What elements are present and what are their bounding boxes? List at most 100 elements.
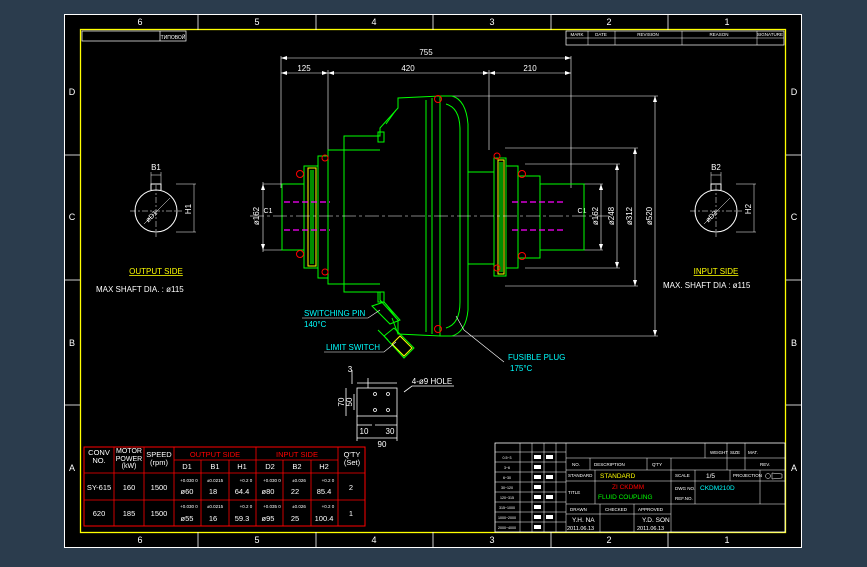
dim-arrows (261, 56, 657, 336)
tb-name: FLUID COUPLING (598, 494, 653, 501)
sub-d1: D1 (182, 462, 192, 471)
rev-col-mark: MARK (570, 32, 583, 37)
rev-col-signature: SIGNATURE (757, 32, 783, 37)
tb-dwg-label: DWG NO. (675, 486, 695, 491)
tb-size-label: SIZE (730, 450, 740, 455)
hub-rings (307, 159, 505, 275)
tb-no-label: NO. (572, 462, 580, 467)
cell-b2: 22 (291, 487, 299, 496)
dim-left-length: 125 (297, 64, 311, 73)
col-label-top: 6 (137, 17, 142, 27)
col-label-top: 3 (489, 17, 494, 27)
output-side-title: OUTPUT SIDE (129, 267, 183, 276)
cell-conv: SY-615 (87, 483, 111, 492)
dim-248: ø248 (607, 206, 616, 225)
row-label-right: C (791, 212, 798, 222)
dim-520: ø520 (645, 206, 654, 225)
col-qty: Q'TY (Set) (343, 451, 361, 467)
input-b-label: B2 (711, 163, 721, 172)
dim-mid-length: 420 (401, 64, 415, 73)
col-output-side: OUTPUT SIDE (190, 450, 240, 459)
tb-approved-date: 2011.06.13 (637, 526, 664, 532)
tol-row: 30~120 (501, 486, 513, 490)
cell-b1-tol: ±0.0215 (207, 478, 224, 483)
tb-approved-label: APPROVED (638, 507, 664, 512)
cell-h1-tol: +0.2 0 (240, 478, 253, 483)
sub-b1: B1 (210, 462, 219, 471)
col-label-top: 5 (254, 17, 259, 27)
input-shaft-dia: MAX. SHAFT DIA : ø115 (663, 281, 751, 290)
col-speed: SPEED (rpm) (146, 451, 172, 467)
tol-row: 0.5~3 (502, 456, 511, 460)
switching-pin-label: SWITCHING PIN (304, 309, 366, 318)
cell-h1: 59.3 (235, 514, 250, 523)
row-label-right: B (791, 338, 797, 348)
chamfer-left: C1 (264, 208, 273, 215)
sub-b2: B2 (292, 462, 301, 471)
dim-312: ø312 (625, 206, 634, 225)
sub-d2: D2 (265, 462, 275, 471)
tb-scale-label: SCALE (675, 473, 690, 478)
tb-mat-label: MAT. (748, 450, 758, 455)
tb-rev-label: REV. (760, 462, 770, 467)
col-label-top: 4 (371, 17, 376, 27)
output-h-label: H1 (184, 203, 193, 214)
rev-col-reason: REASON (709, 32, 728, 37)
cell-power: 160 (123, 483, 136, 492)
row-label-left: C (69, 212, 76, 222)
left-tag-box: ТИПОВОЙ (81, 30, 187, 42)
chamfer-right: C1 (578, 208, 587, 215)
cell-d1-tol: +0.030 0 (180, 504, 198, 509)
cell-d1: ø60 (181, 487, 194, 496)
input-keyway-detail (690, 172, 756, 237)
tb-drawn-date: 2011.06.13 (567, 526, 594, 532)
tb-drawn-label: DRAWN (570, 507, 587, 512)
tb-title-label: TITLE (568, 490, 580, 495)
input-h-label: H2 (744, 203, 753, 214)
row-label-right: A (791, 463, 797, 473)
tb-standard: STANDARD (600, 473, 636, 480)
rev-col-revision: REVISION (637, 32, 659, 37)
row-label-right: D (791, 87, 798, 97)
col-input-side: INPUT SIDE (276, 450, 318, 459)
zone-ticks (64, 14, 802, 548)
col-label-top: 2 (606, 17, 611, 27)
hub-fill (310, 162, 503, 272)
col-label-bottom: 4 (371, 535, 376, 545)
cell-b1: 16 (209, 514, 217, 523)
bracket-dim-10: 10 (360, 427, 369, 436)
tol-row: 120~315 (500, 496, 514, 500)
col-label-top: 1 (724, 17, 729, 27)
bolt-lines (284, 201, 566, 231)
leaders (302, 309, 505, 363)
cell-d2-tol: +0.035 0 (263, 504, 281, 509)
fusible-plug-label: FUSIBLE PLUG (508, 353, 565, 362)
table-row: 620 185 1500 +0.030 0 ø55 ±0.0215 16 +0.… (93, 504, 353, 523)
col-label-bottom: 3 (489, 535, 494, 545)
fusible-plug-temp: 175°C (510, 364, 533, 373)
cell-d2: ø95 (262, 514, 275, 523)
bracket-dim-70: 70 (337, 397, 346, 406)
switching-pin-temp: 140°C (304, 320, 327, 329)
paper (64, 14, 802, 548)
cell-b2-tol: ±0.026 (292, 478, 306, 483)
spec-table: CONV NO. MOTOR POWER (kW) SPEED (rpm) Q'… (83, 446, 366, 527)
dim-overall: 755 (419, 48, 433, 57)
tb-drawn-by: Y.H. NA (572, 517, 595, 524)
tb-standard-label: STANDARD (568, 473, 593, 478)
bracket-dim-90: 90 (378, 440, 387, 449)
cell-h2-tol: +0.2 0 (322, 478, 335, 483)
tb-qty-label: Q'TY (652, 462, 662, 467)
tb-checked-label: CHECKED (605, 507, 628, 512)
col-conv: CONV NO. (88, 449, 110, 465)
sub-h2: H2 (319, 462, 329, 471)
revision-header: MARK DATE REVISION REASON SIGNATURE (565, 30, 785, 46)
bracket-dim-3: 3 (348, 365, 353, 374)
cell-conv: 620 (93, 509, 106, 518)
limit-switch-body (391, 335, 413, 357)
dim-right-length: 210 (523, 64, 537, 73)
bracket-dim-30: 30 (386, 427, 395, 436)
tol-row: 6~30 (503, 476, 511, 480)
tol-row: 3~6 (504, 466, 510, 470)
